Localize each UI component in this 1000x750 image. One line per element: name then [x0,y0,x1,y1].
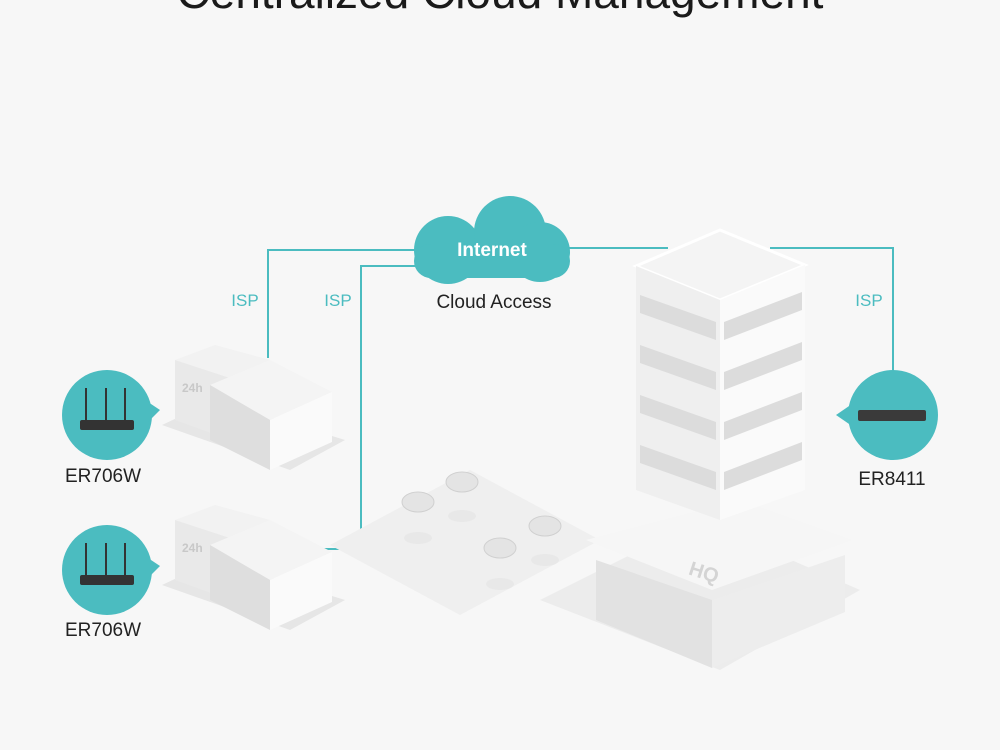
page-title: Centralized Cloud Management [177,0,824,18]
cloud-access-label: Cloud Access [436,292,551,313]
isp-link-hq [770,247,894,372]
router-icon [80,388,134,430]
hq-building: HQ [540,228,860,670]
store-sign: 24h [182,541,203,555]
isp-label: ISP [231,291,258,310]
device-label: ER706W [65,620,141,641]
plaza-illustration [330,470,600,615]
router-icon [80,543,134,585]
isp-link-store1 [267,249,418,358]
cloud-icon [414,196,570,284]
internet-label: Internet [457,240,527,261]
store-sign: 24h [182,381,203,395]
router-icon [858,410,926,421]
device-label: ER8411 [858,469,925,490]
isp-label: ISP [855,291,882,310]
store-building-1: 24h [162,345,345,470]
store-building-2: 24h [162,505,345,630]
router-er706w-bubble-1[interactable] [62,370,160,460]
isp-label: ISP [324,291,351,310]
device-label: ER706W [65,466,141,487]
router-er8411-bubble[interactable] [836,370,938,460]
router-er706w-bubble-2[interactable] [62,525,160,615]
